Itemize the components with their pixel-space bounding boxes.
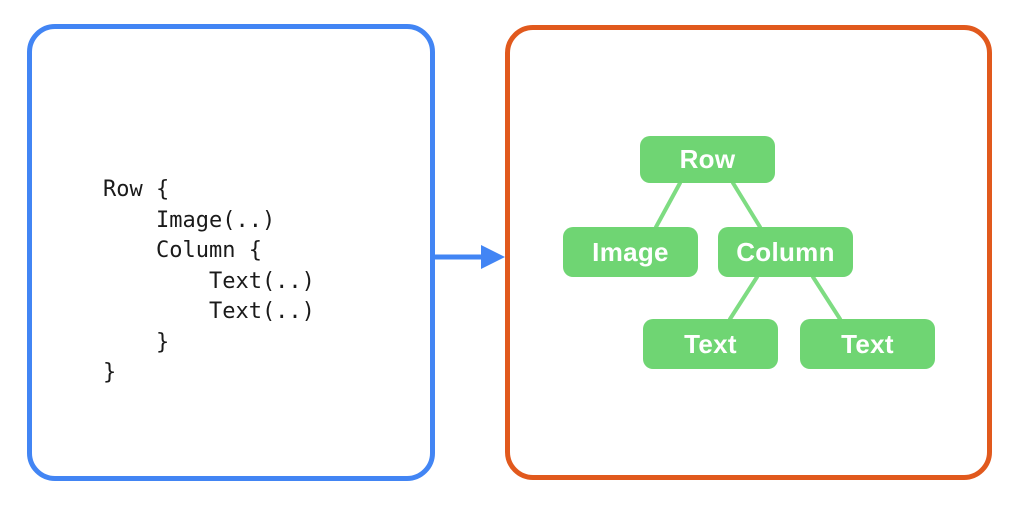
tree-node-text-left: Text <box>643 319 778 369</box>
tree-panel: Row Image Column Text Text <box>505 25 992 480</box>
arrow-right-icon <box>435 245 505 269</box>
arrow-head <box>481 245 505 269</box>
code-snippet: Row { Image(..) Column { Text(..) Text(.… <box>103 177 315 385</box>
tree-node-row: Row <box>640 136 775 183</box>
edge-row-image <box>654 181 682 229</box>
tree-node-image: Image <box>563 227 698 277</box>
edge-row-column <box>731 181 762 229</box>
tree-node-column-label: Column <box>736 236 835 267</box>
tree-node-text-left-label: Text <box>684 328 737 359</box>
edge-column-text2 <box>811 275 842 321</box>
tree-node-image-label: Image <box>592 236 669 267</box>
code-panel: Row { Image(..) Column { Text(..) Text(.… <box>27 24 435 481</box>
tree-node-column: Column <box>718 227 853 277</box>
edge-column-text1 <box>728 275 759 321</box>
tree-edges <box>654 181 842 321</box>
tree-node-text-right-label: Text <box>841 328 894 359</box>
tree-node-row-label: Row <box>679 144 736 174</box>
tree-node-text-right: Text <box>800 319 935 369</box>
